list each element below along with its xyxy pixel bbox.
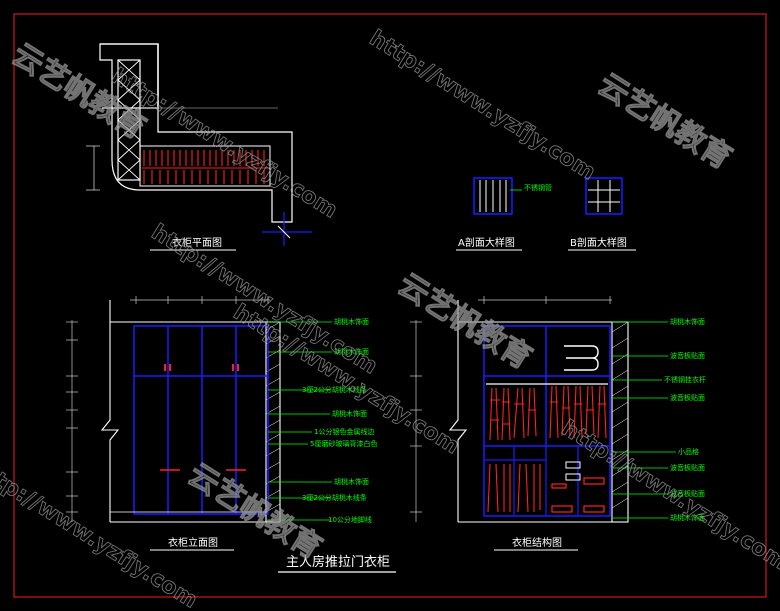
section-b-title: B剖面大样图 xyxy=(570,236,627,249)
main-title: 主人房推拉门衣柜 xyxy=(286,554,390,570)
elevation-door-frame xyxy=(133,325,269,515)
elevation-note: 胡桃木饰面 xyxy=(332,409,367,418)
elevation-view xyxy=(66,296,281,523)
structure-note: 胡桃木饰面 xyxy=(670,317,705,326)
section-details: 不锈钢管 xyxy=(473,177,623,215)
elevation-note: 5厘磨砂玻璃背漆白色 xyxy=(310,439,377,448)
structure-note: 波音板贴面 xyxy=(670,463,705,472)
structure-title: 衣柜结构图 xyxy=(512,536,562,549)
section-a-title: A剖面大样图 xyxy=(458,236,515,249)
plan-red-hatch xyxy=(142,150,268,184)
structure-carcass xyxy=(483,325,611,517)
watermark-url: http://www.yzfjy.com xyxy=(365,26,600,186)
structure-note: 小品格 xyxy=(678,447,699,456)
plan-wall-outline xyxy=(99,43,293,223)
section-b-frame xyxy=(585,177,623,215)
structure-clothes xyxy=(487,385,607,513)
watermark-url: http://www.yzfjy.com xyxy=(0,454,202,611)
elevation-notes: 胡桃木饰面 胡桃木饰面 3厘2公分胡桃木线条 胡桃木饰面 1公分银色金属线边 5… xyxy=(302,317,377,524)
plan-title: 衣柜平面图 xyxy=(172,236,222,249)
section-note: 不锈钢管 xyxy=(524,183,552,192)
watermark-brand: 云艺帆教育 xyxy=(592,67,738,176)
elevation-leaders xyxy=(268,321,332,521)
structure-note: 波音板贴面 xyxy=(670,489,705,498)
drawing-frame xyxy=(13,13,767,598)
section-b-grid xyxy=(588,180,620,212)
structure-note: 波音板贴面 xyxy=(670,393,705,402)
elevation-note: 3厘2公分胡桃木线条 xyxy=(302,493,367,502)
section-a-bars xyxy=(479,180,507,212)
structure-view xyxy=(410,296,629,523)
structure-leaders xyxy=(612,321,676,519)
watermark-url: http://www.yzfjy.com xyxy=(557,416,780,576)
elevation-note: 胡桃木饰面 xyxy=(334,347,369,356)
structure-right-wall xyxy=(611,321,629,523)
structure-note: 胡桃木饰面 xyxy=(670,513,705,522)
structure-folded xyxy=(551,477,605,513)
watermark-url: http://www.yzfjy.com xyxy=(107,64,342,224)
elevation-title: 衣柜立面图 xyxy=(168,536,218,549)
watermark-url: http://www.yzfjy.com xyxy=(684,0,780,3)
plan-view xyxy=(86,43,312,246)
structure-note: 波音板贴面 xyxy=(670,351,705,360)
elevation-note: 胡桃木饰面 xyxy=(334,317,369,326)
structure-note: 不锈钢挂衣杆 xyxy=(664,375,706,384)
elevation-note: 10公分地脚线 xyxy=(328,515,372,524)
structure-notes: 胡桃木饰面 波音板贴面 不锈钢挂衣杆 波音板贴面 小品格 波音板贴面 波音板贴面… xyxy=(664,317,706,522)
elevation-note: 3厘2公分胡桃木线条 xyxy=(302,385,367,394)
plan-wardrobe-body xyxy=(139,145,271,187)
elevation-note: 1公分银色金属线边 xyxy=(314,427,374,436)
elevation-note: 胡桃木饰面 xyxy=(334,477,369,486)
elevation-handles xyxy=(164,364,239,371)
plan-wall-hatch xyxy=(117,59,141,181)
section-a-frame xyxy=(473,177,513,215)
